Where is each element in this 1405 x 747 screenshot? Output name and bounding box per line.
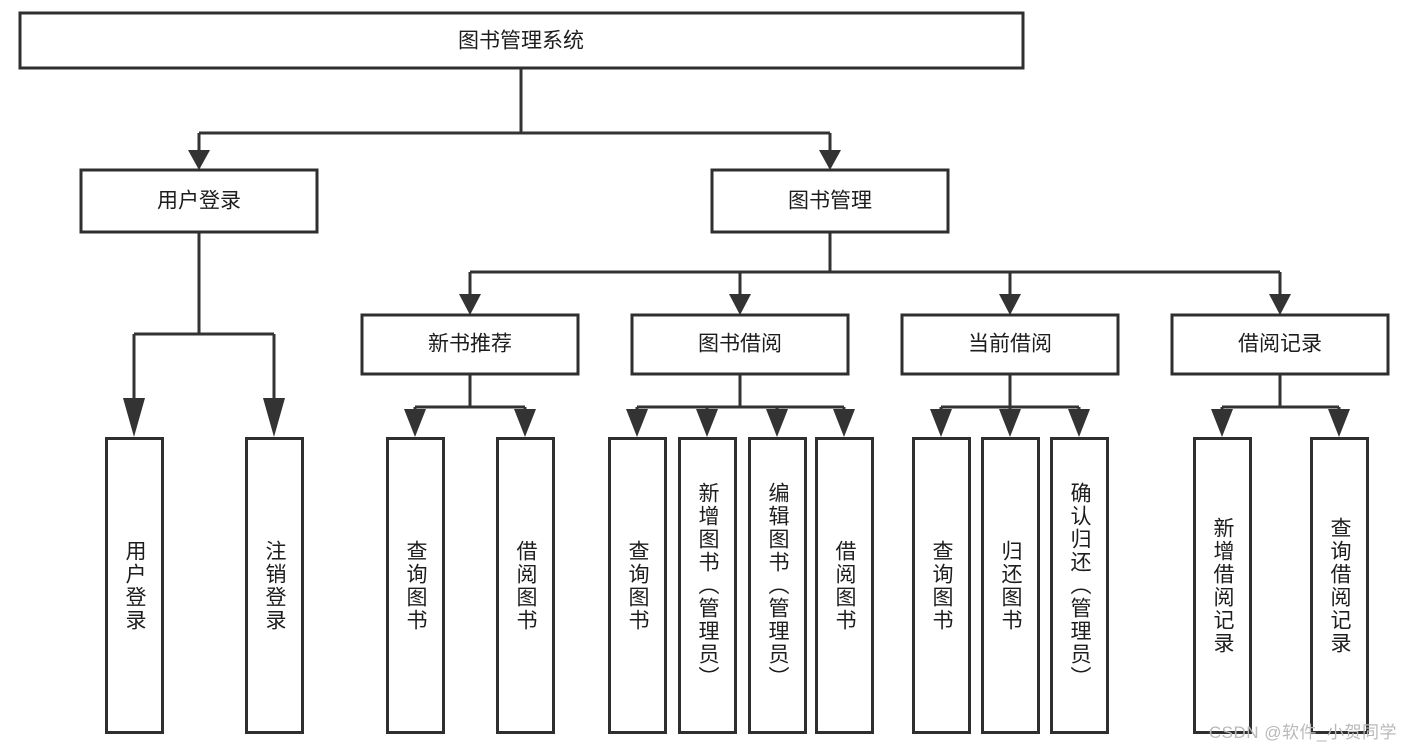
leaf-node-add-borrow-record[interactable]: 新增借阅记录 [1193, 437, 1252, 734]
arrowhead-leaf-borrow-book-2 [833, 409, 855, 437]
leaf-node-borrow-book-1[interactable]: 借阅图书 [496, 437, 555, 734]
leaf-node-borrow-book-1-label: 借阅图书 [514, 539, 537, 632]
node-book-manage-rect[interactable] [710, 168, 950, 234]
node-new-book-recommend[interactable]: 新书推荐 [360, 313, 580, 376]
node-current-borrow[interactable]: 当前借阅 [900, 313, 1120, 376]
leaf-node-add-borrow-record-label: 新增借阅记录 [1211, 516, 1234, 655]
arrowhead-leaf-return-book [999, 409, 1021, 437]
arrowhead-leaf-add-borrow-record [1211, 409, 1233, 437]
arrowhead-leaf-logout-login [263, 398, 285, 437]
arrowhead-borrow-record [1269, 294, 1291, 315]
leaf-node-confirm-return-admin-label: 确认归还（管理员） [1068, 482, 1091, 689]
leaf-node-borrow-book-2-label: 借阅图书 [833, 539, 856, 632]
leaf-node-query-book-3-label: 查询图书 [930, 539, 953, 632]
leaf-node-query-borrow-record-label: 查询借阅记录 [1328, 516, 1351, 655]
arrowhead-leaf-query-book-1 [404, 409, 426, 437]
leaf-node-query-borrow-record[interactable]: 查询借阅记录 [1310, 437, 1369, 734]
node-new-book-recommend-label: 新书推荐 [428, 333, 512, 356]
leaf-node-add-book-admin[interactable]: 新增图书（管理员） [678, 437, 737, 734]
node-book-manage-label: 图书管理 [788, 190, 872, 213]
node-borrow-record-label: 借阅记录 [1238, 333, 1322, 356]
node-book-borrow-rect[interactable] [630, 313, 850, 376]
leaf-node-user-login-label: 用户登录 [123, 539, 146, 632]
leaf-node-query-book-3[interactable]: 查询图书 [912, 437, 971, 734]
arrowhead-leaf-borrow-book-1 [514, 409, 536, 437]
leaf-node-query-book-1-label: 查询图书 [404, 539, 427, 632]
leaf-node-query-book-1[interactable]: 查询图书 [386, 437, 445, 734]
arrowhead-leaf-edit-book-admin [766, 409, 788, 437]
node-current-borrow-rect[interactable] [900, 313, 1120, 376]
leaf-node-query-book-2-label: 查询图书 [626, 539, 649, 632]
arrowhead-leaf-confirm-return-admin [1068, 409, 1090, 437]
arrowhead-book-borrow [729, 294, 751, 315]
leaf-node-return-book[interactable]: 归还图书 [981, 437, 1040, 734]
arrowhead-new-book-recommend [459, 294, 481, 315]
arrowhead-user-login [188, 150, 210, 170]
leaf-node-edit-book-admin[interactable]: 编辑图书（管理员） [748, 437, 807, 734]
arrowhead-leaf-query-book-3 [930, 409, 952, 437]
node-user-login-label: 用户登录 [157, 190, 241, 213]
arrowhead-leaf-user-login [123, 398, 145, 437]
arrowhead-current-borrow [999, 294, 1021, 315]
arrowhead-leaf-query-borrow-record [1328, 409, 1350, 437]
node-current-borrow-label: 当前借阅 [968, 333, 1052, 356]
node-book-manage[interactable]: 图书管理 [710, 168, 950, 234]
arrowhead-leaf-add-book-admin [696, 409, 718, 437]
node-book-borrow-label: 图书借阅 [698, 333, 782, 356]
leaf-node-borrow-book-2[interactable]: 借阅图书 [815, 437, 874, 734]
node-user-login-rect[interactable] [79, 168, 319, 234]
leaf-node-logout-login-label: 注销登录 [263, 539, 286, 632]
leaf-node-return-book-label: 归还图书 [999, 539, 1022, 632]
node-root-label: 图书管理系统 [458, 30, 584, 53]
node-root-rect[interactable] [18, 11, 1025, 70]
node-borrow-record-rect[interactable] [1170, 313, 1390, 376]
node-borrow-record[interactable]: 借阅记录 [1170, 313, 1390, 376]
leaf-node-confirm-return-admin[interactable]: 确认归还（管理员） [1050, 437, 1109, 734]
leaf-node-logout-login[interactable]: 注销登录 [245, 437, 304, 734]
node-new-book-recommend-rect[interactable] [360, 313, 580, 376]
leaf-node-add-book-admin-label: 新增图书（管理员） [696, 482, 719, 689]
connector-group [123, 68, 1350, 437]
leaf-node-edit-book-admin-label: 编辑图书（管理员） [766, 482, 789, 689]
arrowhead-book-manage [819, 150, 841, 170]
node-root[interactable]: 图书管理系统 [18, 11, 1025, 70]
arrowhead-leaf-query-book-2 [626, 409, 648, 437]
leaf-node-query-book-2[interactable]: 查询图书 [608, 437, 667, 734]
node-user-login[interactable]: 用户登录 [79, 168, 319, 234]
leaf-node-user-login[interactable]: 用户登录 [105, 437, 164, 734]
node-book-borrow[interactable]: 图书借阅 [630, 313, 850, 376]
